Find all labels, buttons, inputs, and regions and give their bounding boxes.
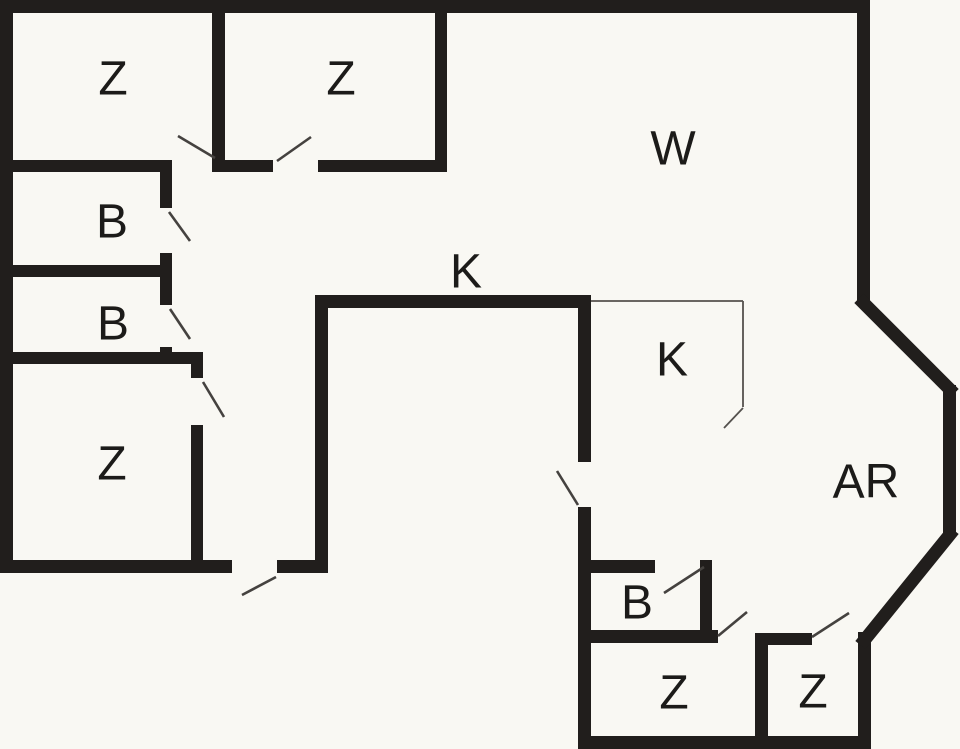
door-swing-entrance [241, 575, 277, 597]
door-swing-bedroom-top-left [177, 134, 216, 160]
wall-rightwing-left-lower [578, 507, 591, 749]
wall-b1-b2-divider [0, 265, 172, 277]
room-label-bedroom-top-middle: Z [326, 53, 355, 106]
wall-leftwing-bottom-west [0, 560, 232, 573]
wall-bright-top-west [590, 560, 655, 573]
wall-outer-right-upper [857, 0, 870, 305]
wall-patio-top-wall [315, 295, 591, 308]
wall-outer-right-mid [943, 385, 956, 537]
wall-zleft-right-wall-stub [191, 364, 203, 378]
kitchen-boundary-diagonal [723, 407, 744, 429]
room-label-kitchen-area: K [656, 334, 688, 387]
wall-zleft-right-wall [191, 425, 203, 560]
wall-z2-right-wall [435, 13, 447, 172]
wall-b-right-wall-mid [160, 253, 172, 305]
wall-z2-bottom-west [212, 160, 273, 172]
wall-b2-bottom-wall [0, 352, 203, 364]
wall-outer-top [0, 0, 870, 13]
door-swing-bathroom-right [663, 565, 705, 595]
wall-rightwing-left-upper [578, 295, 591, 462]
door-swing-bedroom-bottom-right [811, 611, 850, 639]
door-swing-bedroom-left [201, 381, 226, 418]
room-label-bedroom-top-left: Z [98, 53, 127, 106]
wall-outer-diagonal-lower [855, 525, 959, 650]
wall-z1-bottom-wall [0, 160, 170, 172]
wall-patio-left-wall [315, 295, 328, 573]
room-label-bathroom-right: B [621, 577, 653, 630]
door-swing-bathroom-left-lower [168, 308, 192, 340]
room-label-bedroom-bottom-middle: Z [659, 667, 688, 720]
room-label-bedroom-bottom-right: Z [798, 666, 827, 719]
wall-bright-bottom-wall [591, 630, 718, 643]
room-label-corridor: K [450, 246, 482, 299]
wall-zbottom-divider [755, 633, 768, 736]
wall-rightwing-right [858, 632, 871, 749]
door-swing-bedroom-bottom-middle [717, 610, 748, 638]
wall-outer-diagonal-upper [854, 293, 959, 399]
room-label-bathroom-left-upper: B [96, 196, 128, 249]
wall-z1-z2-divider [212, 13, 225, 172]
wall-bright-right-wall [700, 560, 712, 642]
door-swing-bathroom-left-upper [167, 211, 192, 242]
door-swing-bedroom-top-middle [276, 135, 312, 163]
wall-zbottomright-top-wall [755, 633, 812, 645]
wall-b-right-wall-upper [160, 160, 172, 208]
room-label-bedroom-left: Z [97, 438, 126, 491]
room-label-activity-room: AR [833, 456, 900, 509]
wall-z2-bottom-east [318, 160, 447, 172]
wall-outer-left [0, 0, 13, 573]
room-label-living-room: W [650, 123, 696, 176]
room-label-bathroom-left-lower: B [97, 298, 129, 351]
door-swing-patio [555, 470, 580, 506]
wall-rightwing-bottom [578, 736, 871, 749]
